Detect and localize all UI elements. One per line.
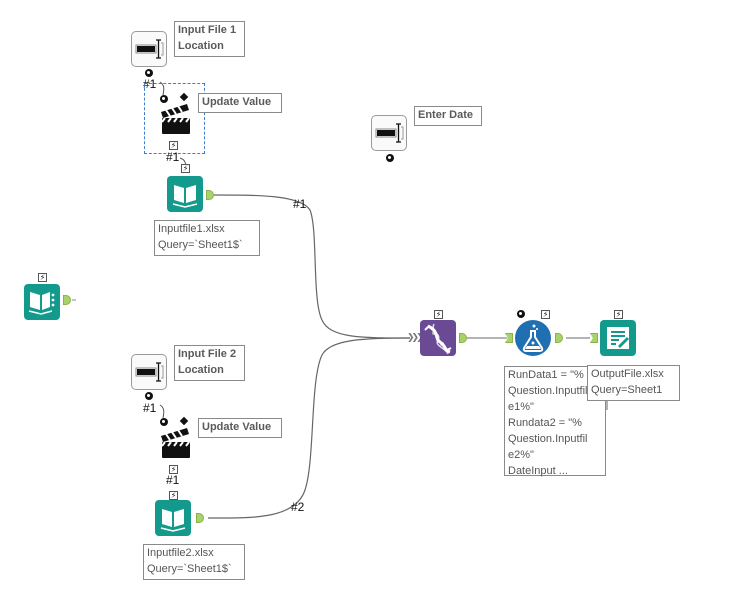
input-data-tool-2[interactable]: [155, 500, 191, 536]
lightning-badge-icon: ⚡: [541, 310, 550, 319]
output-anchor[interactable]: [206, 190, 214, 200]
output-anchor[interactable]: [196, 513, 204, 523]
annotation-action-1: Update Value: [198, 93, 282, 113]
lightning-badge-icon: ⚡: [434, 310, 443, 319]
lightning-badge-icon: ⚡: [614, 310, 623, 319]
connection-tb2-to-action2: [159, 404, 165, 419]
annotation-input-2: Inputfile2.xlsx Query=`Sheet1$`: [143, 544, 245, 580]
selection-box: [144, 83, 205, 154]
lightning-badge-icon: ⚡: [181, 164, 190, 173]
connection-label: #1: [166, 150, 180, 164]
question-badge-icon: [160, 95, 168, 103]
output-anchor[interactable]: [555, 333, 563, 343]
clapperboard-icon: [161, 416, 190, 458]
text-box-icon: [135, 362, 164, 382]
text-box-tool-1[interactable]: [131, 31, 167, 67]
connection-label: #1: [166, 473, 180, 487]
text-box-icon: [375, 123, 404, 143]
question-badge-icon: [145, 69, 153, 77]
action-tool-2[interactable]: [157, 416, 197, 460]
lightning-badge-icon: ⚡: [169, 465, 178, 474]
text-box-tool-date[interactable]: [371, 115, 407, 151]
action-tool-1[interactable]: [157, 92, 197, 136]
formula-tool[interactable]: [515, 320, 551, 356]
annotation-text-box-1: Input File 1 Location: [174, 21, 245, 57]
book-icon: [172, 185, 198, 208]
connection-input1-to-union: [213, 194, 411, 339]
question-badge-icon: [386, 154, 394, 162]
multi-input-anchor-icon[interactable]: ❯❯❯: [407, 333, 424, 343]
connection-tb1-to-action1: [159, 81, 165, 96]
connection-label: #1: [293, 197, 307, 211]
output-file-icon: [607, 327, 629, 349]
text-box-tool-2[interactable]: [131, 354, 167, 390]
book-macro-icon: [28, 292, 55, 315]
lightning-badge-icon: ⚡: [169, 141, 178, 150]
connection-input2-to-union: [207, 337, 411, 519]
question-badge-icon: [160, 418, 168, 426]
connection-label: #1: [143, 401, 157, 415]
input-data-tool-1[interactable]: [167, 176, 203, 212]
lightning-badge-icon: ⚡: [169, 491, 178, 500]
connection-label: #1: [143, 77, 157, 91]
connection-label: #2: [291, 500, 305, 514]
clapperboard-icon: [161, 92, 190, 134]
question-badge-icon: [517, 310, 525, 318]
union-tool[interactable]: [420, 320, 456, 356]
annotation-date-box: Enter Date: [414, 106, 482, 126]
text-box-icon: [135, 39, 164, 59]
flask-icon: [522, 324, 544, 352]
macro-input-tool[interactable]: [24, 284, 60, 320]
book-icon: [160, 509, 186, 532]
output-anchor[interactable]: [63, 295, 71, 305]
annotation-output: OutputFile.xlsx Query=Sheet1: [587, 365, 680, 401]
dna-icon: [424, 323, 452, 355]
annotation-input-1: Inputfile1.xlsx Query=`Sheet1$`: [154, 220, 260, 256]
annotation-action-2: Update Value: [198, 418, 282, 438]
question-badge-icon: [145, 392, 153, 400]
output-data-tool[interactable]: [600, 320, 636, 356]
lightning-badge-icon: ⚡: [38, 273, 47, 282]
output-anchor[interactable]: [459, 333, 467, 343]
annotation-text-box-2: Input File 2 Location: [174, 345, 245, 381]
